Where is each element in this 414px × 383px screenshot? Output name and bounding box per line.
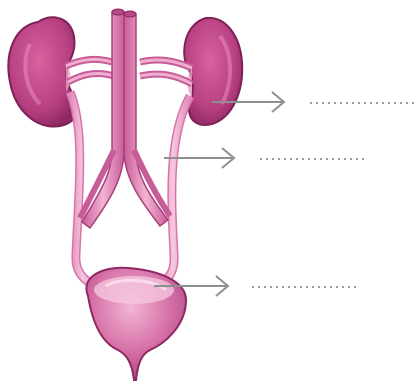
right-kidney <box>184 18 242 125</box>
right-renal-vessels <box>140 60 192 84</box>
kidney-pointer <box>212 92 414 112</box>
ureter-pointer <box>164 148 364 168</box>
bladder <box>86 268 186 380</box>
left-renal-vessels <box>66 59 114 82</box>
left-kidney <box>8 17 77 126</box>
great-vessels <box>80 9 170 228</box>
